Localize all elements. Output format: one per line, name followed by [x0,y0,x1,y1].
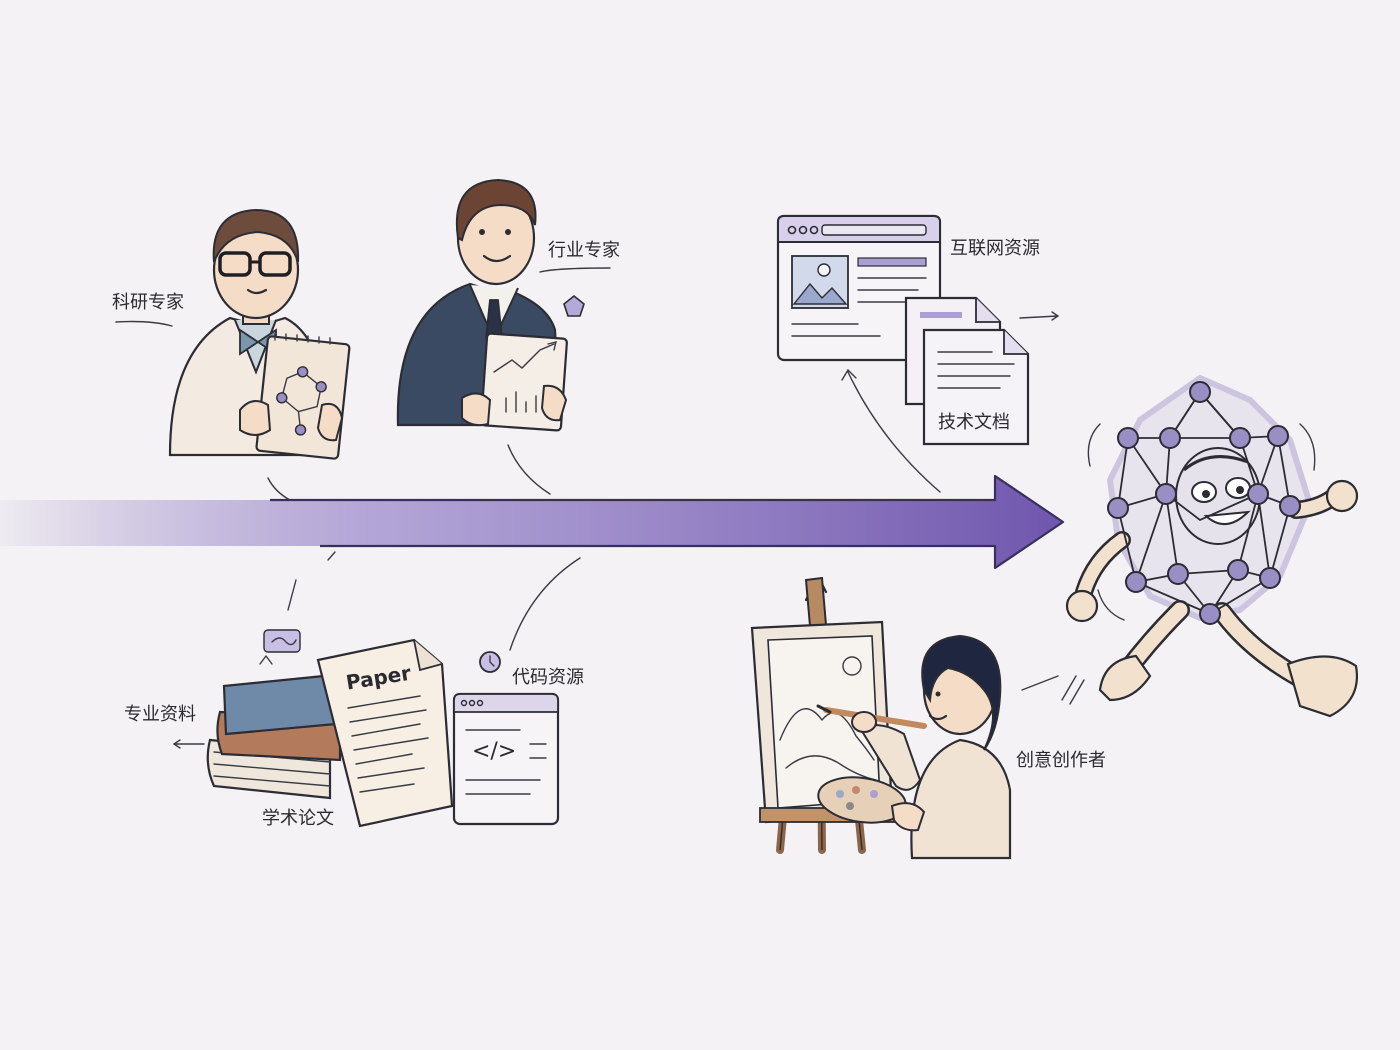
books-stack [206,629,342,800]
network-nodes [1107,381,1301,625]
label-internet: 互联网资源 [950,238,1040,259]
growth-chart-icon [493,341,557,413]
label-tech-docs: 技术文档 [938,412,1010,433]
label-papers: 学术论文 [262,808,334,829]
mascot-face [1175,447,1261,545]
label-industry-expert: 行业专家 [548,240,620,261]
clock-icon [479,651,501,673]
mascot-legs [1065,479,1359,718]
code-window: </> [452,651,560,826]
label-creators: 创意创作者 [1016,750,1106,771]
molecule-icon [276,366,327,436]
label-code: 代码资源 [512,667,584,688]
paper-document: Paper [316,638,454,828]
label-researcher: 科研专家 [112,292,184,313]
internet-browser-window [776,214,942,362]
painter-figure [816,634,1085,860]
industry-expert-figure [396,178,585,432]
researcher-figure [168,208,351,460]
image-icon [791,255,849,309]
pentagon-icon [563,294,585,317]
main-arrow [0,474,1065,570]
labels: 科研专家 行业专家 互联网资源 技术文档 专业资料 学术论文 代码资源 创意创作… [112,238,1106,829]
code-brackets-icon: </> [472,739,516,764]
network-mascot [1065,374,1359,718]
label-professional-materials: 专业资料 [124,704,196,725]
tech-documents-stack [904,296,1060,446]
connector-lines [267,368,941,651]
